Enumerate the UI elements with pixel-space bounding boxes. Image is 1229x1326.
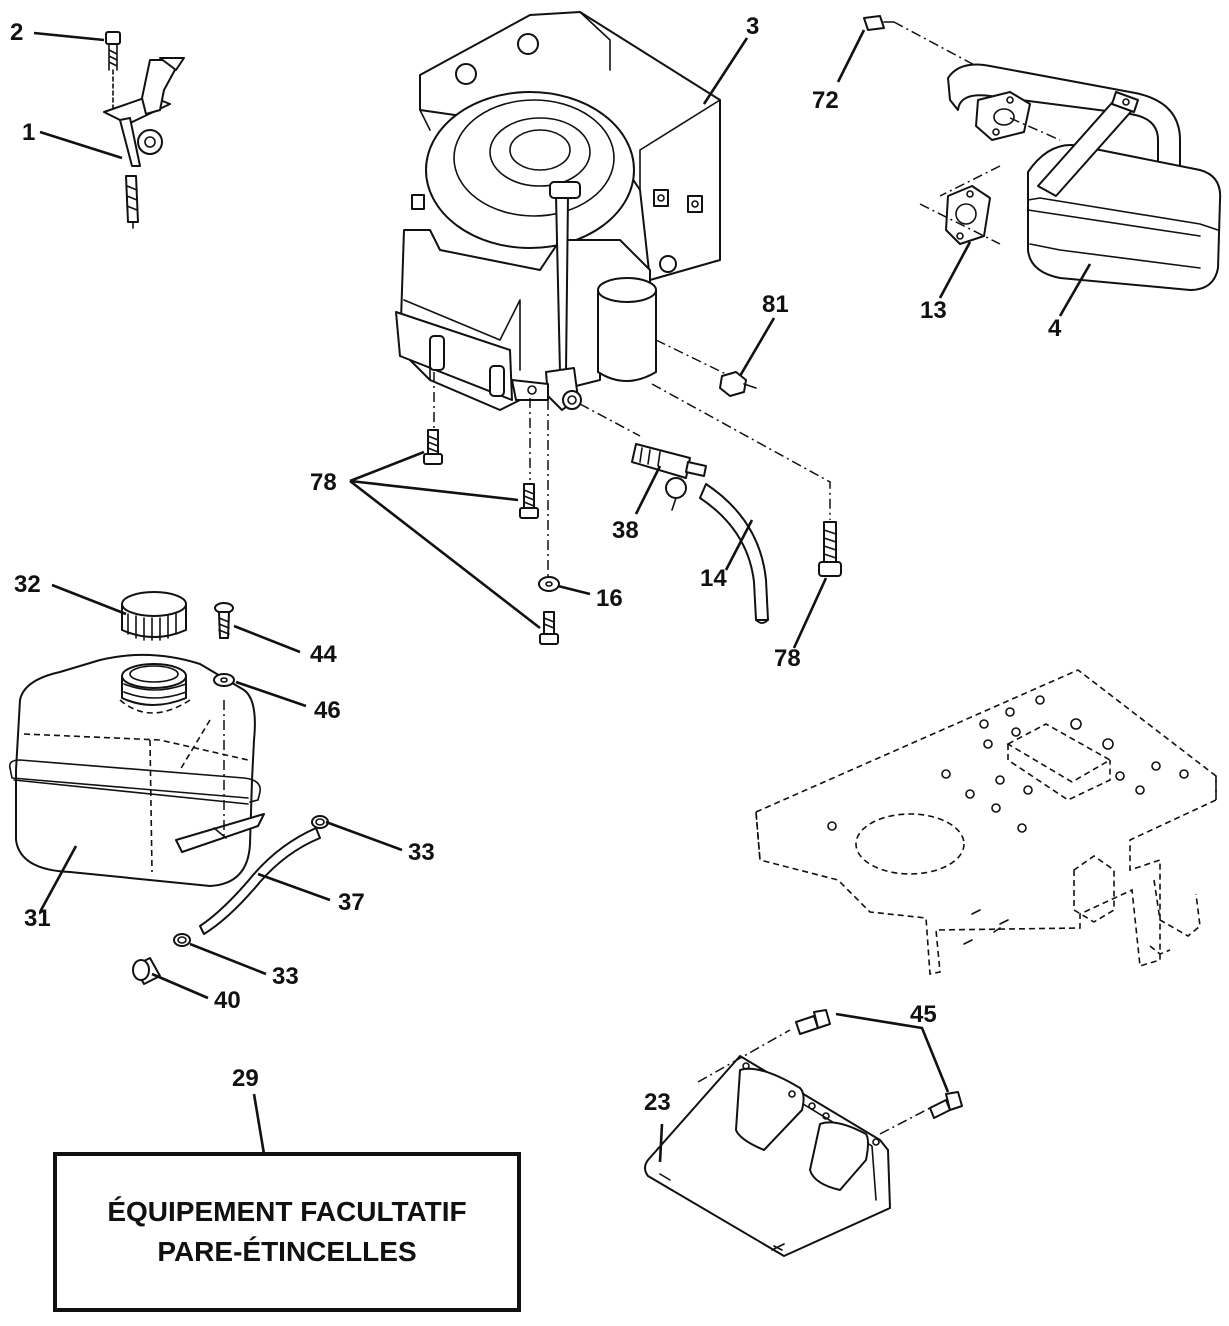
label-part-3: 3 [746,13,759,40]
nut-81 [719,371,757,397]
label-part-78-b: 78 [774,645,801,672]
bolt-78-b [519,483,539,519]
optional-equipment-box: ÉQUIPEMENT FACULTATIF PARE-ÉTINCELLES [53,1152,521,1312]
label-part-1: 1 [22,119,35,146]
label-part-72: 72 [812,87,839,114]
label-part-32: 32 [14,571,41,598]
label-part-16: 16 [596,585,623,612]
fuel-cap-32 [121,591,187,641]
label-part-31: 31 [24,905,51,932]
washer-46 [213,673,235,687]
label-part-23: 23 [644,1089,671,1116]
screw-44 [214,602,234,836]
label-part-37: 37 [338,889,365,916]
label-part-45: 45 [910,1001,937,1028]
muffler-assembly [863,15,1222,291]
label-part-33-b: 33 [272,963,299,990]
bolt-78-c [539,611,559,645]
fuel-line-37 [199,827,321,935]
engine [395,11,721,411]
label-part-2: 2 [10,19,23,46]
label-part-13: 13 [920,297,947,324]
part-labels: 2 1 3 72 13 4 81 78 38 14 16 78 32 44 46… [10,13,1062,1116]
bolt-45-a [795,1009,831,1035]
lock-washer-16 [538,576,560,592]
label-part-38: 38 [612,517,639,544]
fuel-tank [8,653,265,887]
heat-shield-23 [644,1029,931,1257]
chassis-frame [755,669,1217,975]
engine-assembly-lines [433,339,831,576]
hose-clamp-33-a [311,815,329,829]
label-part-40: 40 [214,987,241,1014]
spark-arrester-label: PARE-ÉTINCELLES [157,1236,417,1267]
bolt-78-a [423,429,443,465]
label-part-81: 81 [762,291,789,318]
label-part-29: 29 [232,1065,259,1092]
label-part-46: 46 [314,697,341,724]
hose-clamp-33-b [173,933,191,947]
label-part-4: 4 [1048,315,1062,342]
throttle-control [103,31,185,229]
label-part-44: 44 [310,641,337,668]
drain-hose-14 [699,483,769,624]
leader-lines [33,29,1092,1163]
bushing-40 [132,957,161,985]
label-part-78-a: 78 [310,469,337,496]
optional-equipment-title: ÉQUIPEMENT FACULTATIF [107,1196,467,1227]
drain-valve-38 [631,443,707,511]
label-part-33-a: 33 [408,839,435,866]
label-part-14: 14 [700,565,727,592]
bolt-45-b [929,1091,963,1119]
bolt-78-d [818,521,842,577]
